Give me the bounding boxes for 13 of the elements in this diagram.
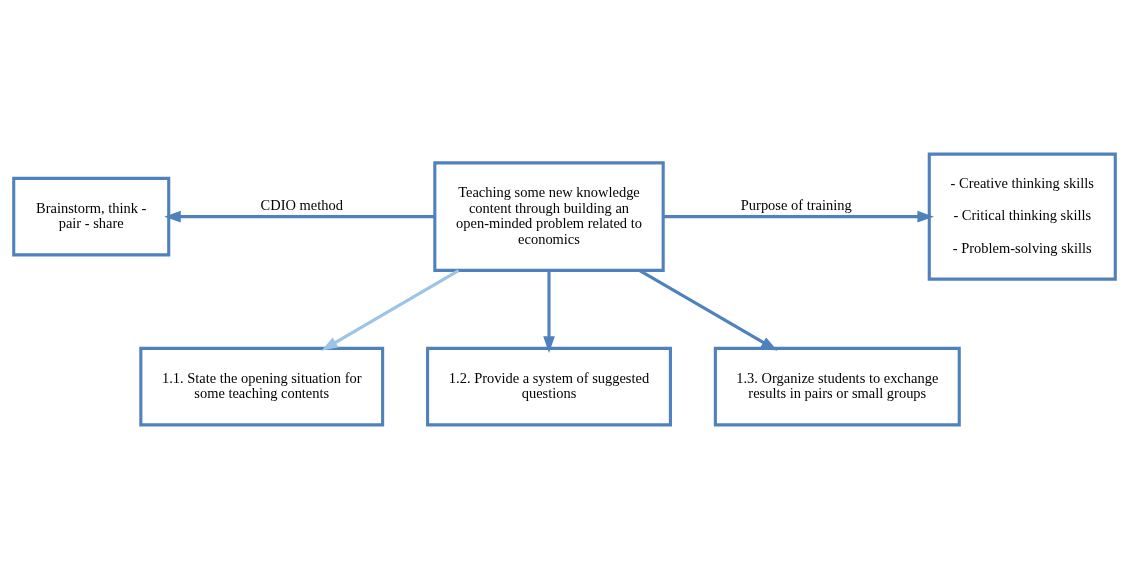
arrow: [164, 210, 435, 222]
arrow: [321, 268, 460, 351]
arrow: [543, 270, 555, 353]
node-box: 1.1. State the opening situation for some teaching contents: [139, 346, 385, 426]
edge-label: CDIO method: [260, 196, 343, 213]
node-box: Teaching some new knowledge content through building an open-minded problem related to economics: [433, 160, 665, 272]
node-box: Brainstorm, think - pair - share: [12, 176, 171, 256]
arrow: [663, 210, 934, 222]
node-box: - Creative thinking skills - Critical thinking skills - Problem-solving skills: [927, 152, 1117, 281]
node-box: 1.2. Provide a system of suggested questions: [426, 346, 672, 426]
edge-label: Purpose of training: [740, 196, 852, 213]
node-box: 1.3. Organize students to exchange results in pairs or small groups: [713, 346, 961, 426]
arrow: [639, 268, 778, 351]
